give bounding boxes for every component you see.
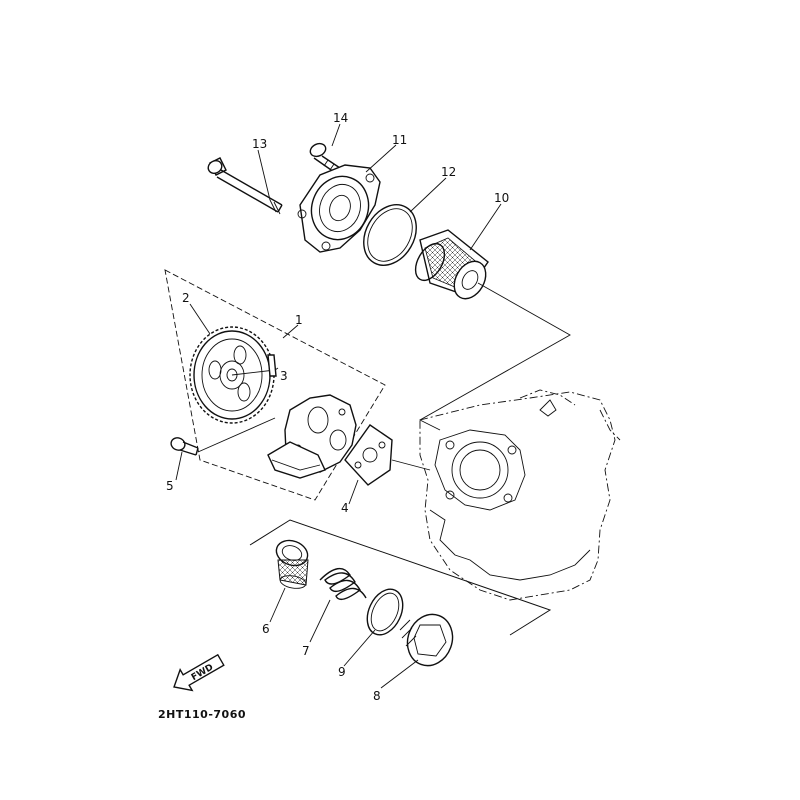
part-label-6: 6 (262, 622, 270, 636)
part-9-o-ring (366, 588, 404, 636)
part-5-screw (170, 417, 276, 456)
filter-assembly-line (419, 282, 571, 431)
part-7-spring (319, 567, 367, 601)
part-label-14: 14 (333, 111, 348, 125)
part-1-group-box (164, 269, 386, 501)
part-label-7: 7 (302, 644, 310, 658)
diagram-code: 2HT110-7060 (158, 708, 246, 721)
part-label-13: 13 (252, 137, 267, 151)
strainer-group-box (249, 519, 552, 636)
part-label-8: 8 (373, 689, 381, 703)
part-label-1: 1 (295, 313, 303, 327)
part-label-10: 10 (494, 191, 509, 205)
part-6-strainer (275, 539, 309, 589)
part-11-filter-cover (297, 164, 381, 253)
part-label-11: 11 (392, 133, 407, 147)
part-10-oil-filter (414, 229, 489, 300)
leader-lines (175, 123, 502, 689)
part-label-9: 9 (338, 665, 346, 679)
part-label-12: 12 (441, 165, 456, 179)
part-label-3: 3 (280, 369, 288, 383)
part-numbers: 1 2 3 4 5 6 7 8 9 10 11 12 13 14 (166, 111, 509, 703)
part-2-gear (189, 326, 276, 424)
part-13-long-bolt (207, 157, 283, 215)
part-3-pin (267, 354, 277, 377)
part-label-5: 5 (166, 479, 174, 493)
part-12-o-ring (363, 204, 417, 266)
oil-pump-body (267, 394, 357, 479)
part-8-drain-plug (399, 613, 454, 667)
fwd-arrow: FWD (173, 653, 225, 692)
crankcase-outline (419, 389, 621, 601)
part-label-4: 4 (341, 501, 349, 515)
part-14-short-bolt (309, 142, 341, 173)
part-label-2: 2 (182, 291, 190, 305)
part-4-gasket (344, 424, 431, 486)
